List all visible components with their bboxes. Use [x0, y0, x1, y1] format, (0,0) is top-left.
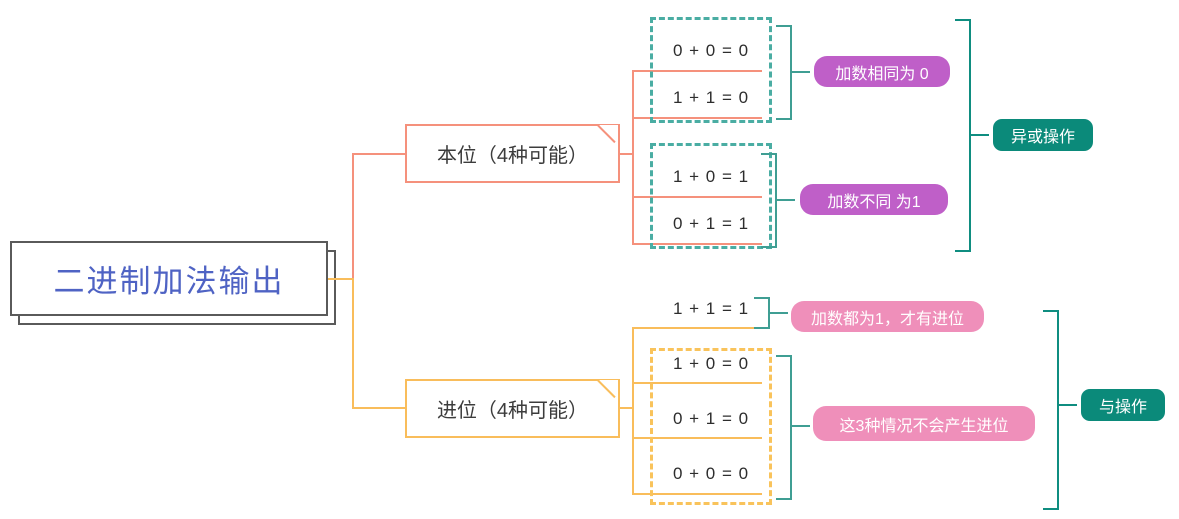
bracket-carryno-stub — [790, 425, 810, 427]
equation-leaf[interactable]: 0 + 0 = 0 — [655, 455, 767, 493]
folded-corner-icon — [599, 125, 618, 144]
equation-leaf[interactable]: 0 + 1 = 0 — [655, 400, 767, 438]
connector-eq-b11 — [632, 117, 762, 119]
summary-bracket-xor-stub — [969, 134, 989, 136]
bracket-diff-stub — [775, 199, 795, 201]
note-text: 加数不同 为1 — [827, 193, 921, 211]
note-text: 加数相同为 0 — [835, 65, 929, 83]
note-pill-diff-addends[interactable]: 加数不同 为1 — [800, 184, 948, 215]
summary-bracket-and-stub — [1057, 404, 1077, 406]
bracket-diff-bottom — [761, 246, 777, 248]
root-node[interactable]: 二进制加法输出 — [10, 241, 328, 316]
equation-leaf[interactable]: 1 + 1 = 0 — [655, 79, 767, 117]
connector-jinwei-stub — [620, 407, 634, 409]
summary-bracket-and-bottom — [1043, 508, 1059, 510]
group-box-same-addends — [650, 17, 772, 123]
equation-text: 0 + 0 = 0 — [672, 41, 750, 60]
bracket-carryyes-stub — [768, 312, 788, 314]
summary-bracket-and-spine — [1057, 310, 1059, 510]
equation-text: 1 + 0 = 0 — [672, 354, 750, 373]
note-pill-same-addends[interactable]: 加数相同为 0 — [814, 56, 950, 87]
connector-to-jinwei — [352, 407, 405, 409]
connector-eq-b00 — [632, 70, 762, 72]
group-box-diff-addends — [650, 143, 772, 249]
bracket-same-stub — [790, 71, 810, 73]
equation-text: 0 + 1 = 1 — [672, 214, 750, 233]
branch-label-jinwei: 进位（4种可能） — [436, 400, 589, 422]
note-pill-carry-yes[interactable]: 加数都为1，才有进位 — [791, 301, 984, 332]
connector-eq-b01 — [632, 243, 762, 245]
branch-label-benwei: 本位（4种可能） — [436, 145, 589, 167]
group-box-carry-no — [650, 348, 772, 505]
connector-eq-c11 — [632, 327, 762, 329]
summary-badge-and[interactable]: 与操作 — [1081, 389, 1165, 421]
equation-text: 1 + 0 = 1 — [672, 167, 750, 186]
equation-leaf[interactable]: 0 + 0 = 0 — [655, 32, 767, 70]
summary-text: 异或操作 — [1010, 129, 1075, 146]
root-node-label: 二进制加法输出 — [53, 264, 285, 299]
connector-root-stub — [328, 278, 354, 280]
bracket-carryno-spine — [790, 355, 792, 500]
note-text: 这3种情况不会产生进位 — [839, 417, 1009, 435]
summary-bracket-xor-bottom — [955, 250, 971, 252]
equation-text: 0 + 0 = 0 — [672, 464, 750, 483]
equation-text: 1 + 1 = 1 — [672, 299, 750, 318]
equation-leaf[interactable]: 1 + 0 = 1 — [655, 158, 767, 196]
summary-text: 与操作 — [1098, 399, 1147, 416]
connector-to-benwei — [352, 153, 405, 155]
equation-leaf[interactable]: 1 + 0 = 0 — [655, 345, 767, 383]
summary-bracket-xor-top — [955, 19, 971, 21]
connector-jinwei-spine — [632, 327, 634, 495]
bracket-carryno-bottom — [776, 498, 792, 500]
note-pill-carry-no[interactable]: 这3种情况不会产生进位 — [813, 406, 1035, 441]
connector-trunk-up — [352, 153, 354, 279]
bracket-same-bottom — [776, 118, 792, 120]
connector-benwei-spine — [632, 70, 634, 245]
summary-bracket-and-top — [1043, 310, 1059, 312]
branch-node-benwei[interactable]: 本位（4种可能） — [405, 124, 620, 183]
equation-text: 0 + 1 = 0 — [672, 409, 750, 428]
bracket-diff-top — [761, 153, 777, 155]
connector-eq-b10 — [632, 196, 762, 198]
equation-leaf[interactable]: 0 + 1 = 1 — [655, 205, 767, 243]
note-text: 加数都为1，才有进位 — [811, 310, 964, 328]
branch-node-jinwei[interactable]: 进位（4种可能） — [405, 379, 620, 438]
equation-leaf[interactable]: 1 + 1 = 1 — [655, 290, 767, 328]
bracket-carryyes-top — [754, 297, 770, 299]
connector-benwei-stub — [620, 153, 634, 155]
bracket-carryyes-bottom — [754, 327, 770, 329]
connector-eq-c10 — [632, 382, 762, 384]
bracket-carryno-top — [776, 355, 792, 357]
connector-eq-c00 — [632, 493, 762, 495]
connector-eq-c01 — [632, 437, 762, 439]
bracket-same-top — [776, 25, 792, 27]
summary-badge-xor[interactable]: 异或操作 — [993, 119, 1093, 151]
equation-text: 1 + 1 = 0 — [672, 88, 750, 107]
folded-corner-icon — [599, 380, 618, 399]
connector-trunk-down — [352, 278, 354, 409]
